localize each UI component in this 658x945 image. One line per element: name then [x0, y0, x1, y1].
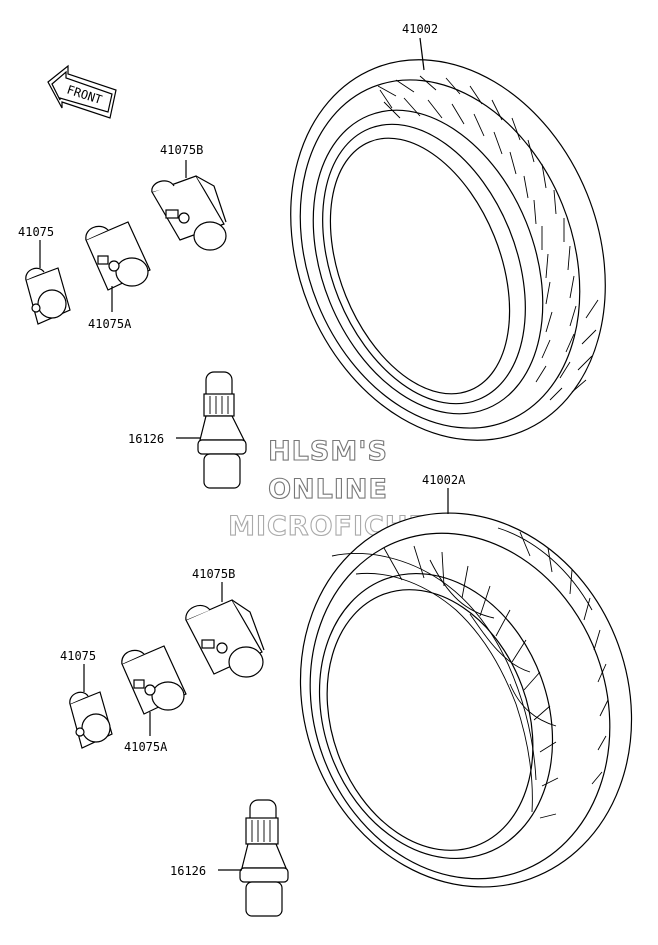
watermark-line1: HLSM'S [268, 436, 388, 467]
label-41075A-upper: 41075A [88, 317, 132, 331]
valve-stem-16126-lower: 16126 [170, 799, 289, 917]
tire-41002A: 41002A [299, 473, 633, 888]
label-41075B-upper: 41075B [160, 143, 203, 157]
tread-pattern-lower [331, 527, 609, 819]
wheel-weight-41075A-lower: 41075A [121, 645, 187, 754]
label-16126-upper: 16126 [128, 432, 164, 446]
wheel-weight-41075B-lower: 41075B [185, 567, 265, 678]
weight-marking-icon [165, 209, 179, 219]
label-41075B-lower: 41075B [192, 567, 235, 581]
label-41002A: 41002A [422, 473, 466, 487]
wheel-weight-41075-upper: 41075 [18, 225, 71, 325]
front-arrow-icon: FRONT [47, 64, 117, 119]
tread-pattern [377, 75, 599, 401]
wheel-weight-41075B-upper: 41075B [151, 143, 227, 251]
label-41075-lower: 41075 [60, 649, 96, 663]
label-41002: 41002 [402, 22, 438, 36]
label-16126-lower: 16126 [170, 864, 206, 878]
watermark-line2: ONLINE [268, 474, 388, 505]
label-41075-upper: 41075 [18, 225, 54, 239]
label-41075A-lower: 41075A [124, 740, 168, 754]
wheel-weight-41075A-upper: 41075A [85, 221, 151, 331]
wheel-weight-41075-lower: 41075 [60, 649, 113, 749]
valve-stem-16126-upper: 16126 [128, 371, 247, 489]
leader-41002 [419, 37, 425, 71]
tire-41002: 41002 [290, 22, 606, 441]
